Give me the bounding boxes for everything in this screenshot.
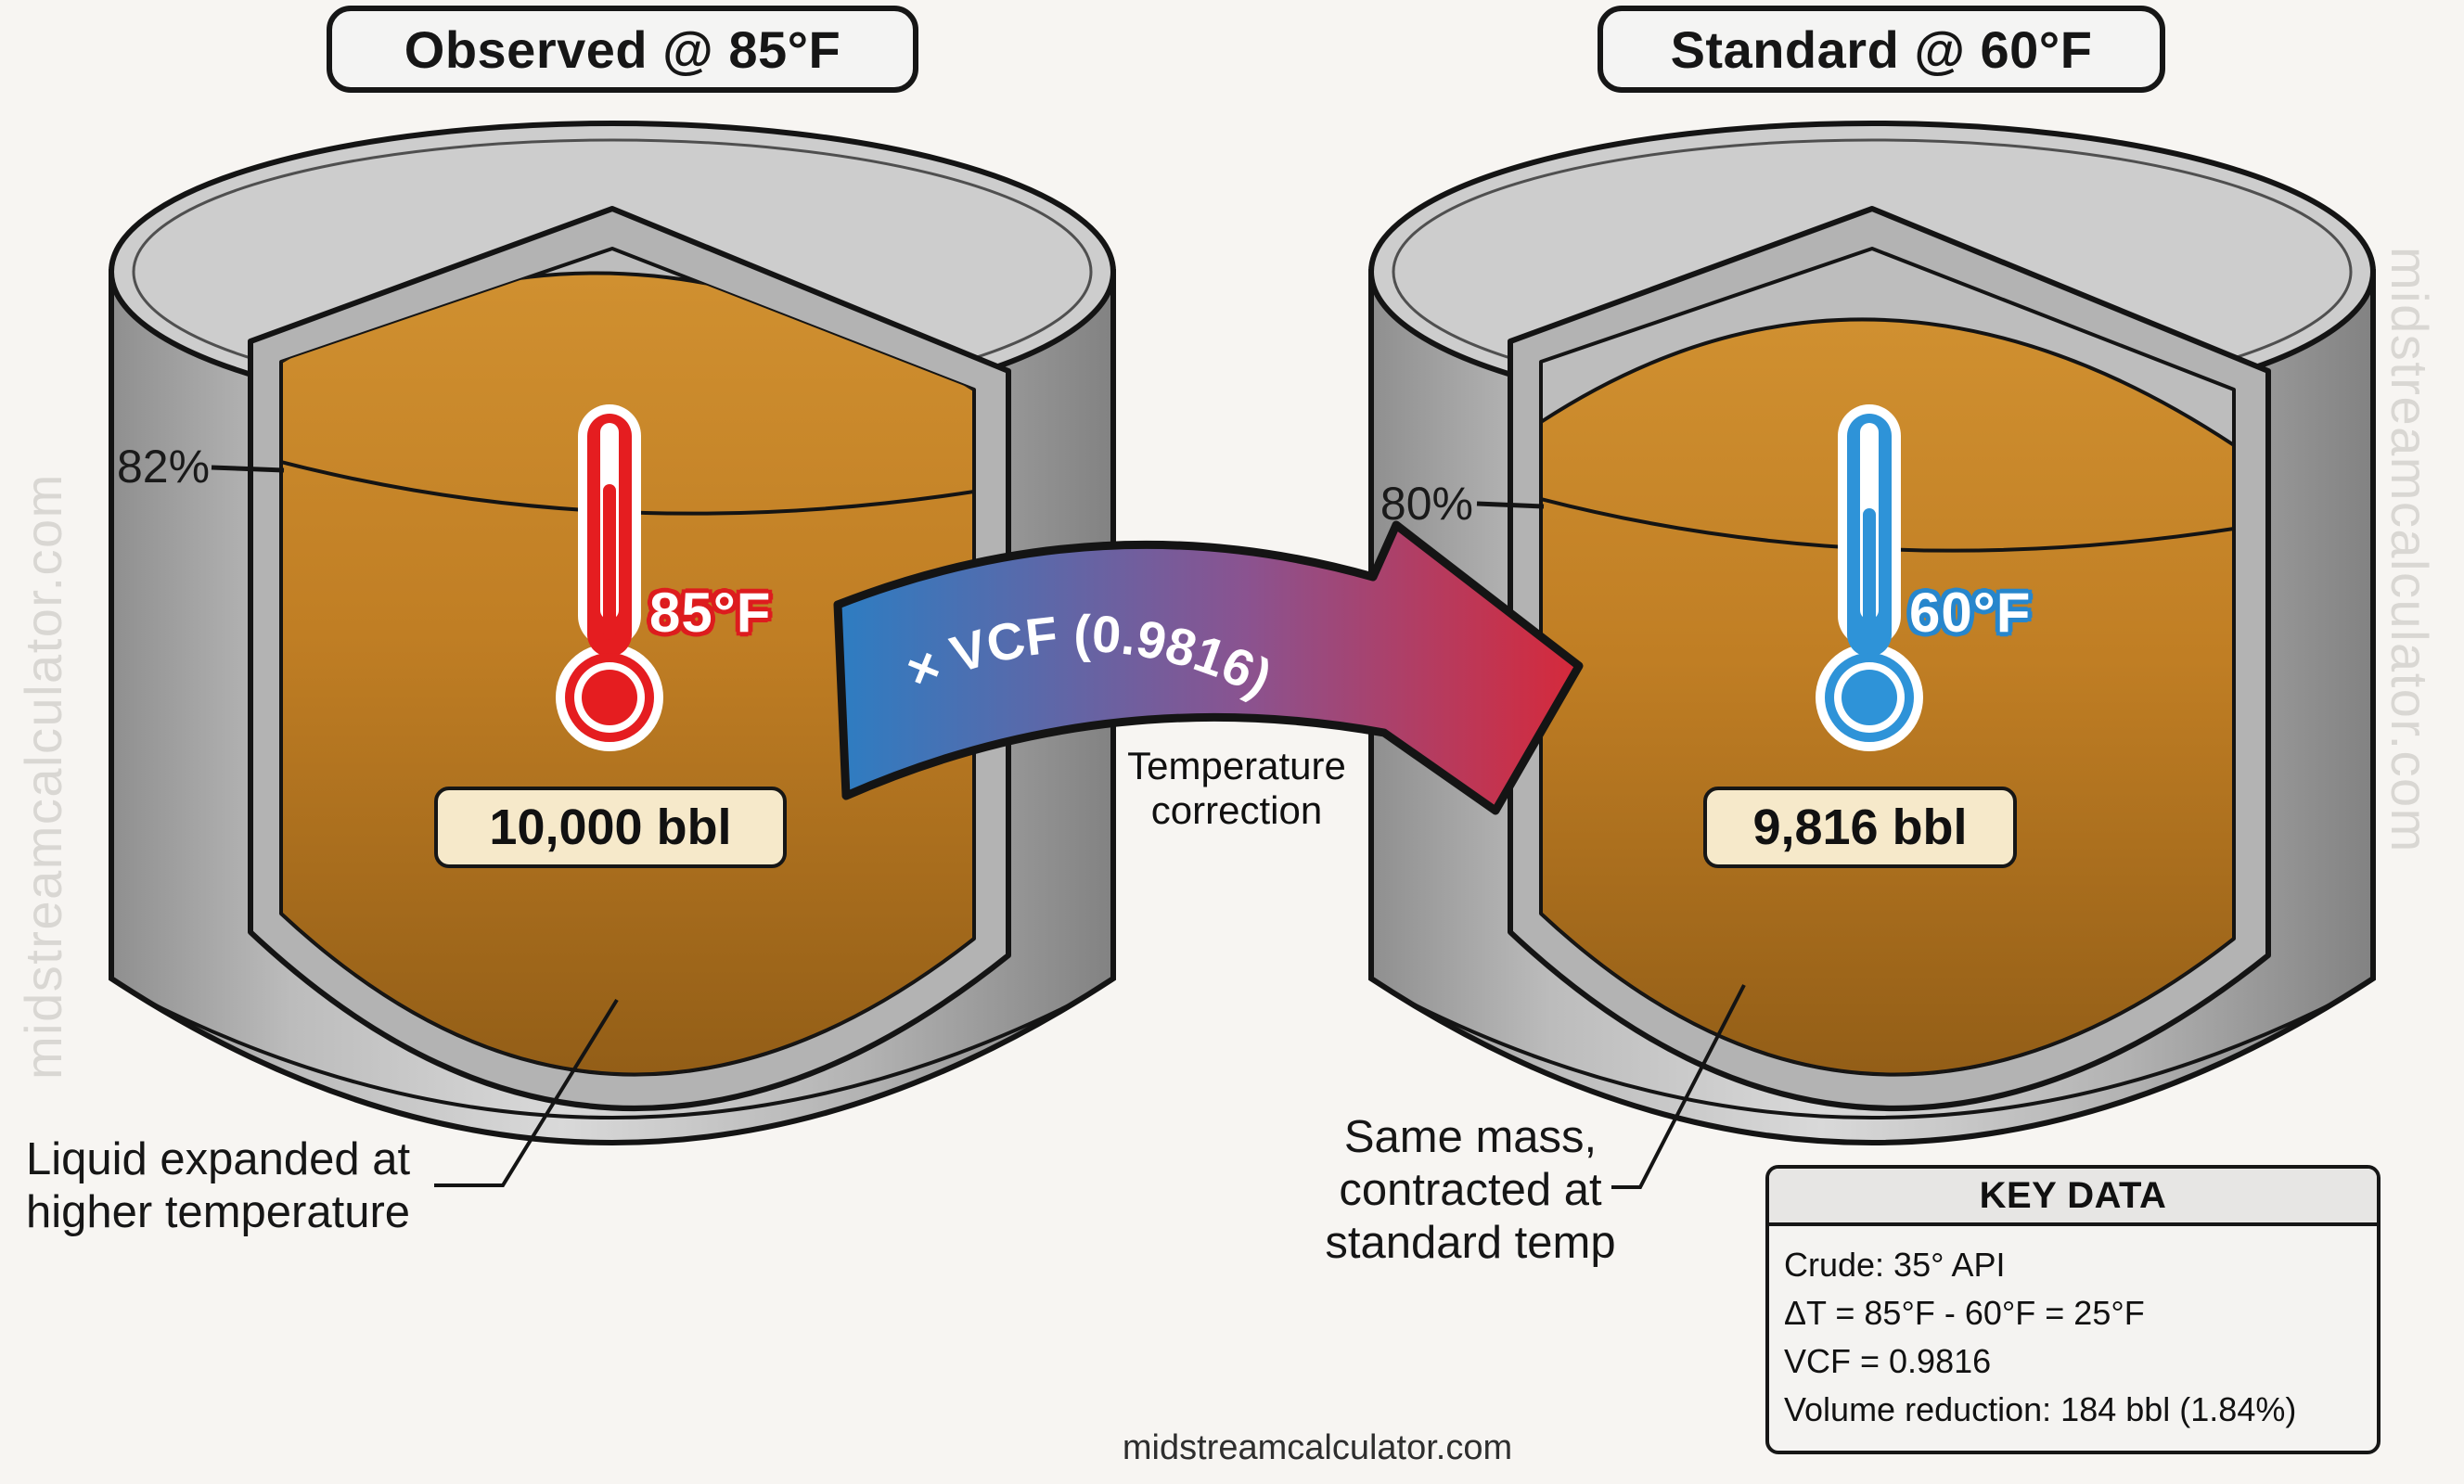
thermometer-hot-icon	[556, 404, 663, 751]
key-data-row: Volume reduction: 184 bbl (1.84%)	[1784, 1390, 2297, 1428]
left-annotation-line2: higher temperature	[26, 1187, 411, 1237]
left-fill-level-label: 82%	[117, 441, 211, 493]
right-annotation-line3: standard temp	[1325, 1218, 1616, 1268]
right-tank	[1368, 121, 2376, 1189]
left-tank-bottom-rim-line	[138, 995, 1086, 1119]
left-tank	[109, 121, 1116, 1187]
right-level-tick	[1476, 501, 1545, 509]
left-level-tick	[211, 465, 285, 473]
watermark-left: midstreamcalculator.com	[14, 473, 72, 1080]
vcf-arrow: × VCF (0.9816)	[833, 520, 1584, 815]
vcf-arrow-body	[833, 520, 1584, 815]
arrow-caption-line1: Temperature	[1127, 744, 1346, 787]
left-annotation: Liquid expanded at higher temperature	[26, 1133, 410, 1239]
left-leader-line	[434, 998, 619, 1187]
right-leader-line	[1611, 984, 1746, 1189]
right-fill-level-label: 80%	[1380, 478, 1473, 530]
thermometer-cold-icon	[1816, 404, 1923, 751]
right-temperature-label: 60°F	[1909, 582, 2032, 644]
key-data-body: Crude: 35° API ΔT = 85°F - 60°F = 25°F V…	[1769, 1226, 2377, 1451]
key-data-panel: KEY DATA Crude: 35° API ΔT = 85°F - 60°F…	[1765, 1165, 2381, 1454]
key-data-title: KEY DATA	[1769, 1169, 2377, 1226]
left-volume-badge: 10,000 bbl	[434, 787, 787, 868]
right-annotation: Same mass, contracted at standard temp	[1280, 1111, 1661, 1270]
left-title: Observed @ 85°F	[327, 6, 918, 93]
key-data-row: Crude: 35° API	[1784, 1246, 2006, 1284]
arrow-caption-line2: correction	[1150, 788, 1323, 832]
watermark-bottom: midstreamcalculator.com	[1122, 1428, 1513, 1467]
right-title: Standard @ 60°F	[1598, 6, 2165, 93]
watermark-right: midstreamcalculator.com	[2381, 247, 2439, 853]
left-temperature-label: 85°F	[649, 582, 772, 644]
right-annotation-line1: Same mass,	[1343, 1112, 1598, 1162]
right-volume-badge: 9,816 bbl	[1703, 787, 2017, 868]
key-data-row: VCF = 0.9816	[1784, 1342, 1992, 1380]
key-data-row: ΔT = 85°F - 60°F = 25°F	[1784, 1294, 2145, 1332]
left-annotation-line1: Liquid expanded at	[26, 1134, 411, 1184]
right-annotation-line2: contracted at	[1339, 1165, 1602, 1215]
right-tank-bottom-rim-line	[1398, 995, 2346, 1119]
arrow-caption: Temperature correction	[1051, 744, 1422, 833]
